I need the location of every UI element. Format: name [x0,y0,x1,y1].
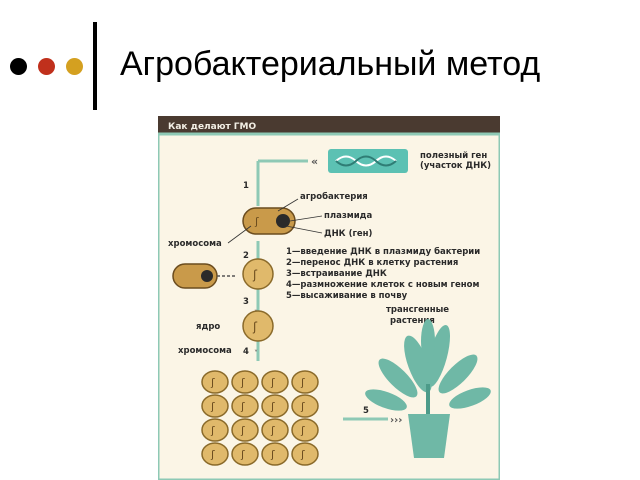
svg-text:ʃ: ʃ [240,424,245,437]
svg-text:ʃ: ʃ [270,424,275,437]
gene-label-2: (участок ДНК) [420,161,491,171]
svg-text:˅: ˅ [254,349,258,358]
diagram-header: Как делают ГМО [168,122,256,132]
svg-text:ʃ: ʃ [300,448,305,461]
svg-text:ʃ: ʃ [210,424,215,437]
svg-text:ʃ: ʃ [210,448,215,461]
svg-text:ʃ: ʃ [270,448,275,461]
svg-text:ʃ: ʃ [210,400,215,413]
svg-text:ʃ: ʃ [300,424,305,437]
step-text-4: 4—размножение клеток с новым геном [286,280,479,290]
plasmid-label: плазмида [324,211,373,221]
dna-gene-label: ДНК (ген) [324,229,373,239]
title-divider [93,22,97,110]
slide-title: Агробактериальный метод [120,45,541,83]
svg-text:«: « [311,155,318,168]
bullet-dot-black [10,58,27,75]
svg-text:ʃ: ʃ [240,376,245,389]
step-number-4: 4 [243,347,249,357]
plants-label-1: трансгенные [386,305,449,315]
step-number-5: 5 [363,406,369,416]
gene-label-1: полезный ген [420,151,487,161]
step-number-3: 3 [243,297,249,307]
chromosome-label-2: хромосома [178,346,232,356]
svg-text:ʃ: ʃ [252,268,258,282]
step-number-2: 2 [243,251,249,261]
agrobacterium-label: агробактерия [300,191,368,202]
plant-cell [242,258,274,290]
step-text-3: 3—встраивание ДНК [286,269,387,279]
svg-text:ʃ: ʃ [270,376,275,389]
step-number-1: 1 [243,181,249,191]
gmo-diagram: Как делают ГМО « ˅ ˅ ˅ ˅ 1 2 3 4 полезны… [158,116,500,480]
nucleus-cell [242,310,274,342]
svg-text:›››: ››› [390,415,402,426]
svg-text:ʃ: ʃ [300,376,305,389]
step-text-2: 2—перенос ДНК в клетку растения [286,258,458,268]
svg-text:ʃ: ʃ [240,400,245,413]
dna-helix-icon [335,155,397,167]
bullet-dot-yellow [66,58,83,75]
dna-fragment-box [328,149,408,173]
svg-text:ʃ: ʃ [252,320,258,334]
diagram-header-bar [158,116,500,134]
bullet-dots [10,58,90,78]
bullet-dot-red [38,58,55,75]
svg-text:ʃ: ʃ [240,448,245,461]
step-text-1: 1—введение ДНК в плазмиду бактерии [286,246,480,257]
chromosome-label: хромосома [168,239,222,249]
svg-text:ʃ: ʃ [210,376,215,389]
nucleus-label: ядро [196,322,220,332]
plasmid-icon [276,214,290,228]
transgenic-plant-icon [365,319,491,458]
plants-label-2: растения [390,316,435,326]
svg-text:ʃ: ʃ [300,400,305,413]
plant-pot [408,414,450,458]
gmo-diagram-svg: Как делают ГМО « ˅ ˅ ˅ ˅ 1 2 3 4 полезны… [158,116,500,480]
svg-text:ʃ: ʃ [254,215,259,228]
svg-text:ʃ: ʃ [270,400,275,413]
step-text-5: 5—высаживание в почву [286,291,408,301]
